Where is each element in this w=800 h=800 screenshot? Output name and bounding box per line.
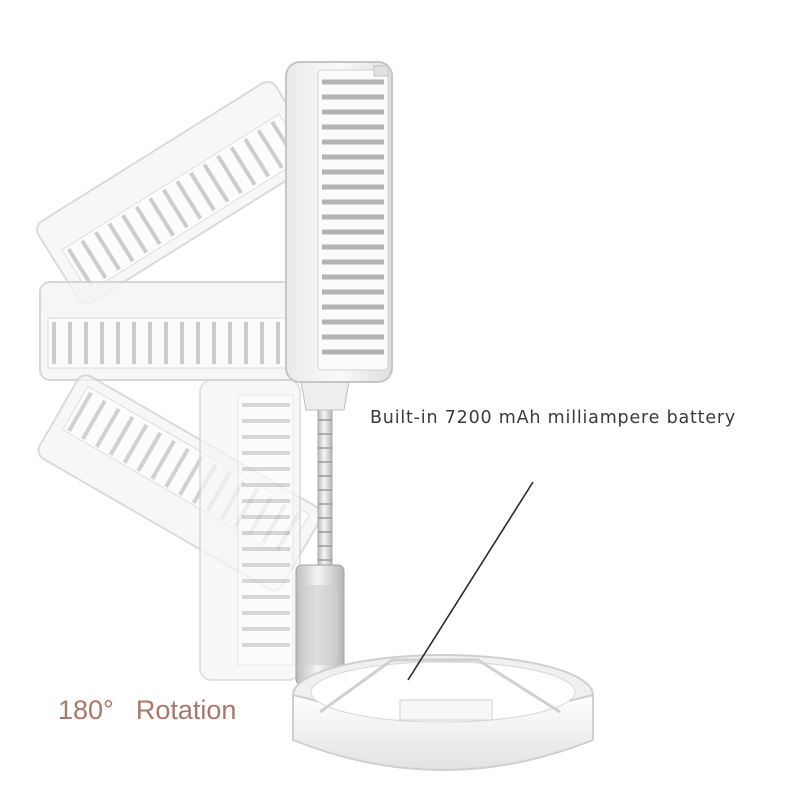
grille-rib [178, 455, 204, 496]
rotation-word: Rotation [135, 695, 237, 725]
grille-rib [202, 163, 230, 203]
grille-rib [81, 399, 107, 440]
callout-line [407, 481, 534, 681]
grille-rib [256, 129, 284, 169]
grille-rib [94, 407, 121, 448]
rotation-label: 180° Rotation [58, 695, 236, 726]
grille-rib [164, 447, 190, 488]
grille-rib [189, 171, 216, 212]
grille-rib [216, 154, 243, 195]
grille-rib [107, 222, 135, 263]
fan-head-main [285, 61, 393, 383]
battery-caption: Built-in 7200 mAh milliampere battery [370, 408, 737, 428]
fan-head-horizontal [39, 281, 311, 381]
fan-head-tilted-up [36, 80, 319, 305]
grille-rib [150, 439, 176, 480]
grille-rib [175, 180, 203, 220]
fan-head-facing-down [199, 379, 301, 681]
grille-rib [67, 391, 93, 432]
grille-rib [243, 137, 271, 178]
grille-rib [121, 214, 148, 254]
rotation-degrees: 180° [58, 695, 114, 725]
grille-rib [66, 248, 94, 288]
telescopic-pole [295, 374, 351, 686]
grille-rib [136, 431, 163, 472]
grille-rib [122, 423, 149, 464]
grille-rib [161, 188, 189, 229]
grille-rib [108, 415, 135, 456]
grille-rib [80, 239, 108, 280]
grille-rib [148, 197, 176, 237]
fan-base [292, 654, 594, 771]
grille-rib [134, 205, 162, 246]
grille-rib [94, 231, 121, 271]
grille-rib [229, 146, 257, 186]
